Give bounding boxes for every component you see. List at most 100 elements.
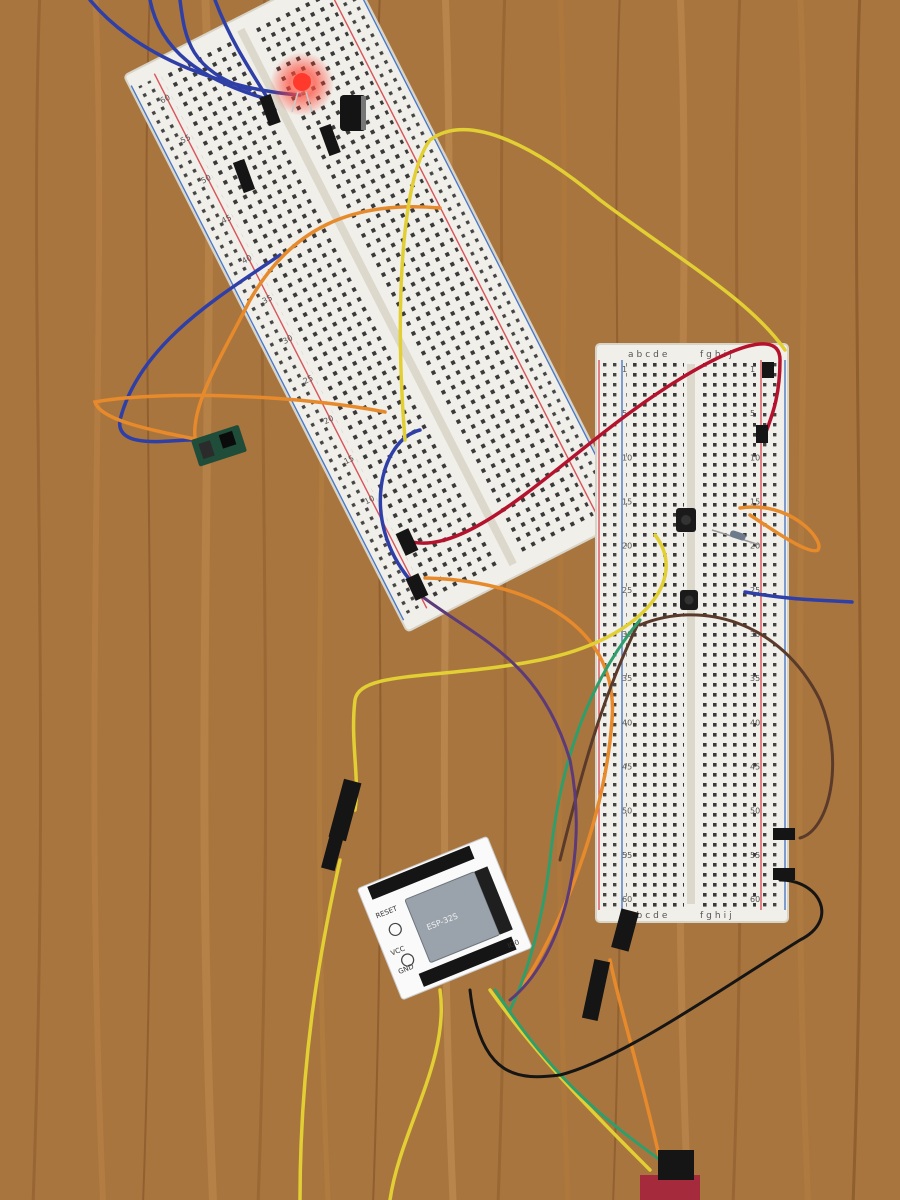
orange-wire-esp	[423, 576, 615, 992]
esp32-label-io0: IO0	[506, 938, 520, 950]
yellow-wire-esp-out	[388, 988, 443, 1200]
right-row-number: 30	[750, 630, 760, 639]
pin-head	[321, 828, 345, 872]
left-rail-holes-l	[134, 78, 424, 616]
left-row-number: 15	[342, 454, 355, 467]
black-wire	[468, 878, 824, 1079]
right-cols-bottom-right: fghij	[700, 911, 735, 921]
bottom-connector-module	[640, 1150, 700, 1200]
orange-wire-loop	[738, 505, 821, 553]
left-breadboard-holes-b	[253, 0, 596, 556]
right-row-number: 45	[622, 763, 632, 772]
red-led	[270, 52, 334, 116]
green-wire-bottom	[493, 988, 662, 1162]
esp32-button-circle	[388, 922, 402, 937]
right-row-number: 10	[750, 453, 760, 462]
left-row-number: 35	[261, 293, 274, 306]
right-row-number: 55	[622, 851, 632, 860]
yellow-wire-down	[298, 858, 342, 1200]
pin-head	[259, 93, 281, 127]
right-row-number: 25	[622, 586, 632, 595]
left-rail-holes-r	[330, 0, 620, 516]
jumper-pin-heads	[232, 93, 795, 1022]
left-row-number: 20	[322, 414, 335, 427]
purple-wire	[418, 593, 578, 1002]
right-row-number: 25	[750, 586, 760, 595]
right-row-number: 15	[622, 498, 632, 507]
left-row-number: 25	[302, 373, 315, 386]
orange-wire-long	[192, 205, 442, 457]
left-rail-red-line-r	[326, 0, 601, 521]
left-breadboard-channel	[237, 27, 517, 567]
left-row-number: 50	[199, 173, 212, 186]
orange-wire-sensor	[92, 393, 387, 442]
right-row-number: 1	[750, 365, 755, 374]
yellow-wire-right-out	[488, 988, 652, 1172]
right-row-number: 20	[750, 542, 760, 551]
push-button-1-cap	[681, 515, 691, 525]
capacitor	[340, 95, 366, 131]
right-row-number: 15	[750, 498, 760, 507]
pin-head	[762, 362, 774, 378]
left-row-number: 45	[220, 213, 233, 226]
pin-head	[405, 573, 429, 601]
esp32-module: RESET VCC ESP-32S GND IO0	[357, 836, 532, 1000]
right-row-number: 50	[750, 807, 760, 816]
green-wire	[508, 618, 642, 1012]
right-row-number: 20	[622, 542, 632, 551]
pin-head	[581, 958, 611, 1022]
blue-wire-top-2	[148, 0, 272, 102]
wood-grain-streak	[31, 0, 43, 1200]
right-row-number: 10	[622, 453, 632, 462]
esp32-antenna	[474, 866, 513, 935]
right-row-number: 55	[750, 851, 760, 860]
pin-head	[232, 158, 256, 194]
pin-head	[773, 828, 795, 840]
pin-head	[395, 528, 419, 556]
right-cols-top-left: abcde	[628, 350, 670, 360]
left-row-number: 60	[159, 93, 172, 106]
esp32-button-circle	[401, 953, 415, 967]
right-row-number: 5	[622, 409, 627, 418]
wood-grain-streak	[91, 0, 106, 1200]
left-row-number: 30	[281, 333, 294, 346]
led-core	[293, 73, 311, 91]
left-rail-blue-line-l	[130, 85, 405, 621]
wood-grain-streak	[796, 0, 811, 1200]
esp32-header-bottom	[418, 936, 517, 987]
wood-grain-streak	[851, 0, 863, 1200]
pin-head	[756, 425, 768, 443]
right-row-number: 1	[622, 365, 627, 374]
right-rail-holes-r	[763, 362, 783, 908]
right-breadboard-holes-a	[626, 362, 684, 908]
esp32-header-top	[367, 845, 475, 900]
left-row-number: 10	[363, 494, 376, 507]
right-row-number: 60	[750, 895, 760, 904]
right-row-number: 50	[622, 807, 632, 816]
blue-wire-top-4	[178, 0, 252, 92]
yellow-wire-esp	[351, 533, 668, 812]
brown-wire-bottom	[558, 618, 642, 862]
right-breadboard-holes-b	[698, 362, 756, 908]
pin-head	[328, 778, 362, 842]
right-row-number: 35	[622, 674, 632, 683]
left-row-number: 40	[240, 253, 253, 266]
left-row-numbers: 605550454035302520151051	[159, 93, 413, 587]
brown-wire	[638, 613, 835, 840]
right-breadboard-channel	[687, 364, 695, 904]
right-cols-top-right: fghij	[700, 350, 735, 360]
left-rail-blue-line-r	[349, 0, 624, 509]
push-button-2-cap	[684, 595, 694, 605]
red-wire	[403, 342, 782, 545]
wood-grain-streak	[142, 0, 152, 1200]
right-cols-bottom-left: abcde	[628, 911, 670, 921]
blue-wire-right	[743, 590, 854, 604]
sensor-module	[191, 425, 247, 467]
right-row-number: 40	[622, 718, 632, 727]
right-row-number: 35	[750, 674, 760, 683]
resistor-body	[729, 530, 746, 541]
jumper-wires	[88, 0, 854, 1200]
